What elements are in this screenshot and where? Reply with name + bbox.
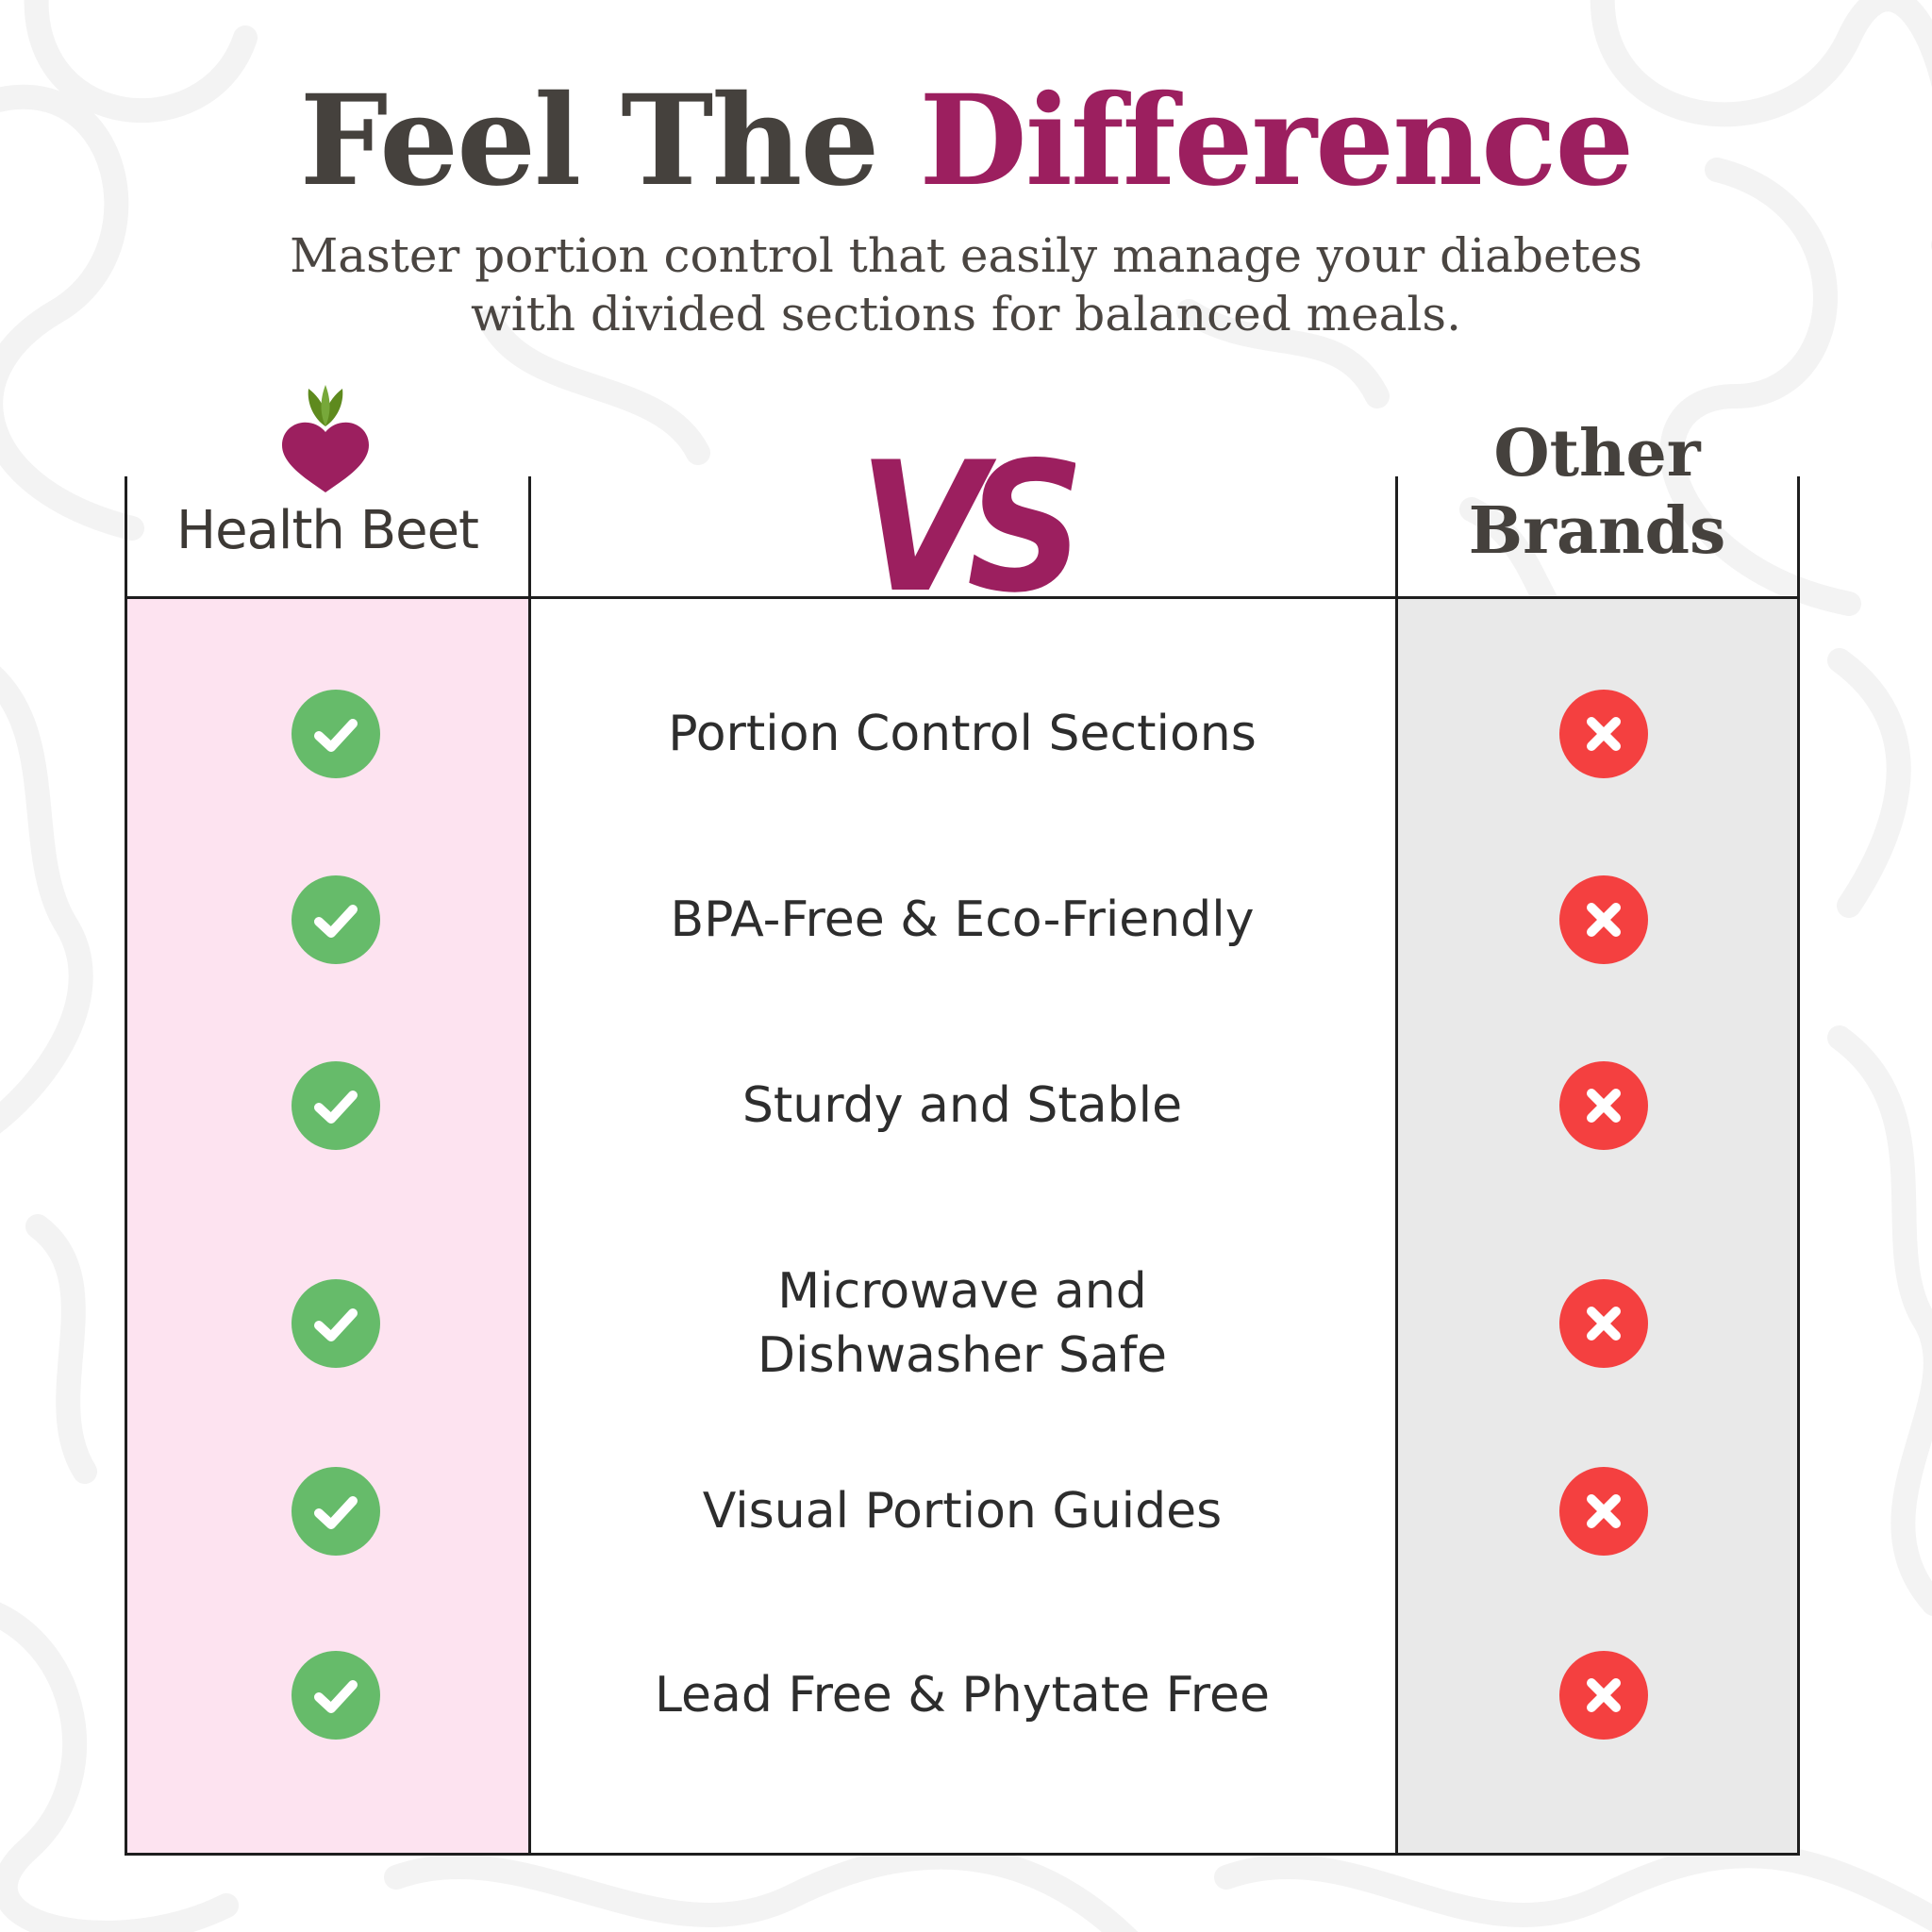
check-circle-icon	[291, 875, 380, 964]
vs-badge: VS	[858, 424, 1075, 608]
page-title: Feel The Difference	[0, 68, 1932, 214]
check-circle-icon	[291, 690, 380, 778]
check-circle-icon	[291, 1279, 380, 1368]
feature-label: BPA-Free & Eco-Friendly	[566, 888, 1358, 952]
feature-label-line: BPA-Free & Eco-Friendly	[670, 891, 1255, 948]
table-divider-1	[528, 476, 531, 1855]
feature-label-line: Dishwasher Safe	[757, 1327, 1168, 1384]
subtitle-line-1: Master portion control that easily manag…	[290, 228, 1642, 283]
title-part-2: Difference	[919, 68, 1634, 214]
feature-label-line: Microwave and	[777, 1263, 1147, 1320]
feature-label: Sturdy and Stable	[566, 1074, 1358, 1138]
brand-column	[125, 597, 529, 1855]
check-circle-icon	[291, 1467, 380, 1556]
other-brands-line-2: Brands	[1468, 493, 1726, 569]
beet-heart-icon	[282, 385, 369, 492]
vs-text: VS	[858, 424, 1075, 608]
x-circle-icon	[1559, 1279, 1648, 1368]
subtitle-line-2: with divided sections for balanced meals…	[471, 287, 1461, 341]
x-circle-icon	[1559, 1061, 1648, 1150]
x-circle-icon	[1559, 1467, 1648, 1556]
feature-label-line: Sturdy and Stable	[741, 1077, 1183, 1134]
feature-label-line: Lead Free & Phytate Free	[654, 1667, 1270, 1724]
table-header-rule	[125, 596, 1800, 599]
check-circle-icon	[291, 1651, 380, 1740]
brand-name: Health Beet	[176, 500, 479, 561]
x-circle-icon	[1559, 875, 1648, 964]
other-brands-line-1: Other	[1493, 416, 1701, 491]
other-brands-column	[1396, 597, 1798, 1855]
feature-label: Portion Control Sections	[566, 702, 1358, 766]
table-divider-2	[1395, 476, 1398, 1855]
feature-label-line: Portion Control Sections	[668, 706, 1257, 762]
x-circle-icon	[1559, 690, 1648, 778]
table-border-right	[1797, 476, 1800, 1855]
table-border-bottom	[125, 1853, 1800, 1856]
other-brands-label: Other Brands	[1396, 415, 1798, 570]
table-border-left	[125, 476, 127, 1855]
check-circle-icon	[291, 1061, 380, 1150]
title-part-1: Feel The	[299, 68, 920, 214]
feature-label: Visual Portion Guides	[566, 1479, 1358, 1543]
feature-label: Lead Free & Phytate Free	[566, 1663, 1358, 1727]
features-column	[529, 597, 1396, 1855]
subtitle: Master portion control that easily manag…	[211, 226, 1721, 343]
feature-label-line: Visual Portion Guides	[702, 1483, 1223, 1540]
x-circle-icon	[1559, 1651, 1648, 1740]
